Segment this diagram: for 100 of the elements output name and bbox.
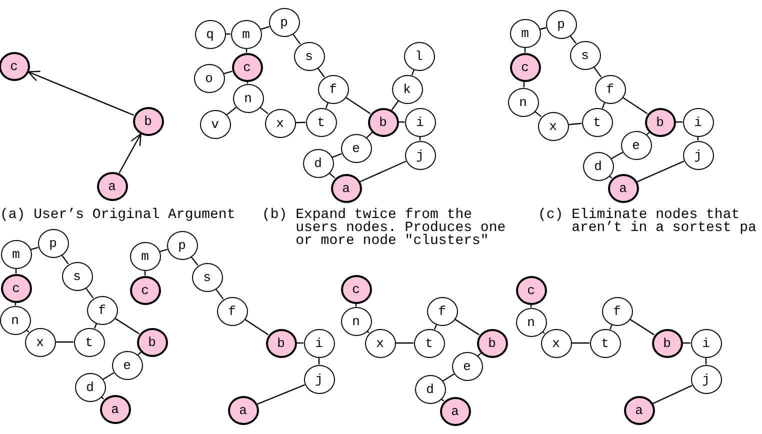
user-node-circle <box>340 274 372 304</box>
node-label: p <box>557 18 565 30</box>
node-label: n <box>11 314 19 326</box>
node-circle <box>24 328 56 356</box>
connector-line <box>396 342 414 344</box>
connector-line <box>85 288 94 298</box>
node-label: n <box>244 92 252 104</box>
node-label: d <box>86 380 94 394</box>
node-label: e <box>632 138 640 152</box>
connector-line <box>593 66 602 78</box>
node-label: x <box>552 336 560 350</box>
connector-line <box>442 374 454 382</box>
node-label: f <box>613 304 621 318</box>
user-node-circle <box>228 396 258 424</box>
node-circle <box>230 20 262 48</box>
node-label: t <box>85 336 93 348</box>
node-label: b <box>379 116 387 128</box>
node-label: i <box>702 336 710 350</box>
node-label: m <box>521 26 529 40</box>
node-circle <box>0 240 32 268</box>
node-circle <box>414 374 446 404</box>
node-circle <box>690 328 722 358</box>
node-label: x <box>376 336 384 350</box>
connector-line <box>215 288 224 300</box>
node-circle <box>510 18 540 48</box>
node-circle <box>268 8 300 36</box>
user-node-circle <box>440 396 470 426</box>
connector-line <box>534 110 542 118</box>
node-label: f <box>98 304 106 316</box>
connector-line <box>332 153 342 158</box>
connector-line <box>622 96 648 114</box>
node-label: m <box>242 28 250 40</box>
connector-line <box>570 35 576 44</box>
node-circle <box>304 364 334 394</box>
node-circle <box>194 64 224 92</box>
connector-line <box>190 256 198 266</box>
node-label: f <box>438 304 446 318</box>
user-node-circle <box>130 276 160 304</box>
node-circle <box>192 262 222 292</box>
node-label: b <box>144 114 152 128</box>
node-circle <box>304 328 334 358</box>
node-label: a <box>239 404 247 416</box>
connector-line <box>360 160 406 182</box>
node-label: b <box>656 116 664 128</box>
node-label: c <box>12 282 20 294</box>
user-node-circle <box>0 52 30 80</box>
node-label: c <box>243 60 251 74</box>
connector-line <box>30 246 38 250</box>
node-circle <box>364 328 396 358</box>
connector-line <box>244 318 269 336</box>
connector-line <box>260 26 270 30</box>
node-circle <box>130 242 160 270</box>
node-circle <box>404 42 434 70</box>
connector-line <box>114 318 140 334</box>
user-node-circle <box>516 276 546 304</box>
user-node-circle <box>136 328 168 356</box>
node-label: c <box>141 284 149 296</box>
node-circle <box>404 140 436 170</box>
node-circle <box>452 352 482 380</box>
node-circle <box>74 328 104 356</box>
connector-line <box>454 318 480 336</box>
node-circle <box>602 296 632 326</box>
node-label: k <box>403 82 411 96</box>
node-circle <box>294 42 324 70</box>
node-circle <box>38 228 68 258</box>
node-circle <box>194 20 226 48</box>
user-node-circle <box>96 172 128 200</box>
connector-line <box>411 70 415 76</box>
node-label: c <box>10 60 18 72</box>
node-circle <box>0 306 30 334</box>
node-circle <box>404 108 436 136</box>
node-label: t <box>317 116 325 128</box>
node-label: b <box>488 336 496 350</box>
connector-line <box>629 318 655 336</box>
node-circle <box>540 328 572 358</box>
connector-line <box>540 27 546 30</box>
node-label: a <box>451 404 459 418</box>
connector-line <box>295 122 306 124</box>
node-circle <box>318 74 348 104</box>
node-label: f <box>329 82 337 96</box>
node-label: m <box>141 250 149 262</box>
node-label: a <box>342 182 350 194</box>
arrow <box>118 133 142 174</box>
node-circle <box>546 10 576 38</box>
node-label: q <box>206 28 214 40</box>
node-circle <box>86 296 118 324</box>
node-label: d <box>426 382 434 396</box>
node-label: j <box>315 372 323 386</box>
connector-line <box>345 96 371 114</box>
node-circle <box>264 108 296 138</box>
connector-line <box>61 254 69 264</box>
node-label: d <box>314 156 322 170</box>
connector-line <box>226 106 237 116</box>
connector-line <box>102 372 114 380</box>
node-label: s <box>581 48 589 62</box>
node-label: v <box>211 118 219 130</box>
node-label: p <box>178 238 186 252</box>
node-circle <box>112 350 142 380</box>
connector-line <box>636 160 684 182</box>
node-circle <box>306 108 336 136</box>
